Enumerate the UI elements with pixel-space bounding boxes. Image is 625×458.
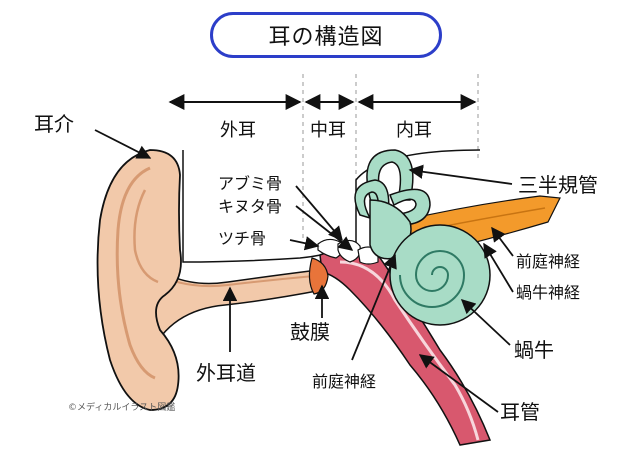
label-eardrum: 鼓膜 bbox=[290, 320, 330, 344]
ossicles bbox=[317, 238, 379, 265]
pinna-inner-fold bbox=[133, 189, 159, 284]
label-malleus: ツチ骨 bbox=[218, 229, 267, 248]
label-canals: 三半規管 bbox=[518, 173, 598, 197]
label-cochlea: 蝸牛 bbox=[514, 338, 554, 362]
label-ear-canal: 外耳道 bbox=[196, 361, 256, 385]
label-eustachian-tube: 耳管 bbox=[500, 400, 540, 424]
copyright-text: ©メディカルイラスト図鑑 bbox=[68, 403, 176, 413]
cochlea-spiral bbox=[399, 250, 466, 308]
label-stapes: アブミ骨 bbox=[218, 174, 283, 193]
label-pinna: 耳介 bbox=[34, 112, 74, 136]
eustachian-tube-lining bbox=[339, 260, 480, 441]
label-vestibular-nerve-bottom: 前庭神経 bbox=[312, 372, 377, 391]
section-label-inner: 内耳 bbox=[396, 120, 432, 141]
title-box: 耳の構造図 bbox=[210, 12, 442, 58]
label-cochlear-nerve: 蝸牛神経 bbox=[516, 283, 581, 302]
pinna-fold bbox=[115, 166, 156, 380]
label-vestibular-nerve-right: 前庭神経 bbox=[516, 252, 581, 271]
eustachian-tube-shape bbox=[319, 247, 492, 446]
section-label-middle: 中耳 bbox=[310, 120, 346, 141]
section-label-outer: 外耳 bbox=[220, 120, 256, 141]
callout-lines bbox=[94, 129, 514, 413]
inner-ear-group bbox=[354, 149, 491, 326]
pinna-shape bbox=[96, 149, 182, 411]
label-incus: キヌタ骨 bbox=[218, 197, 283, 216]
page-title: 耳の構造図 bbox=[268, 25, 384, 50]
